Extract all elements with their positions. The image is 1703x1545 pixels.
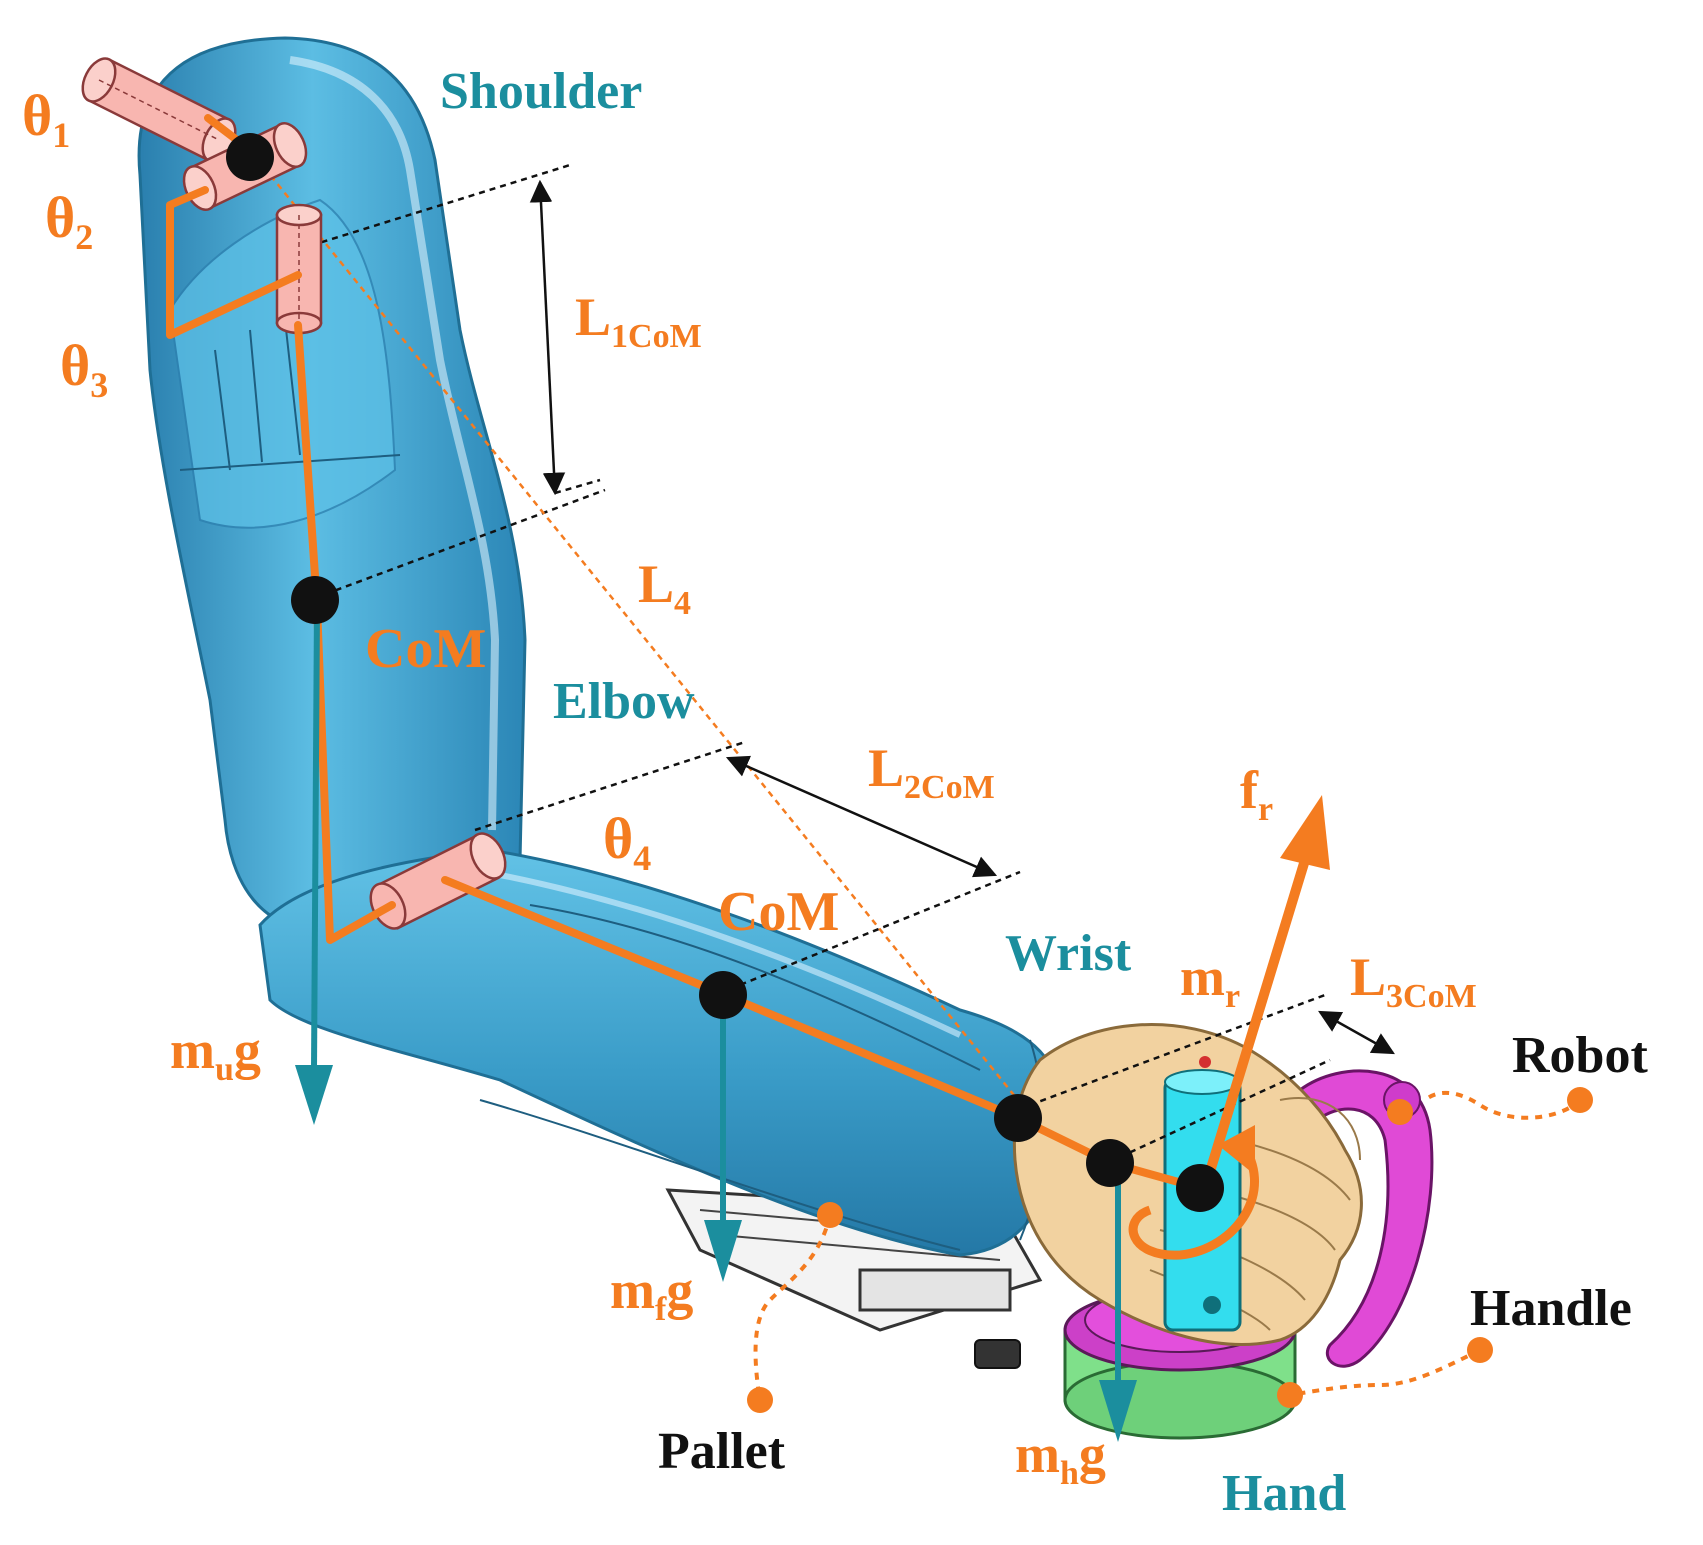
elbow-label: Elbow <box>553 673 695 730</box>
shoulder-point <box>226 133 274 181</box>
l2com-label: L2CoM <box>868 738 995 806</box>
hand-com-point <box>1086 1139 1134 1187</box>
mr-label: mr <box>1180 947 1240 1015</box>
hand-assembly <box>1012 1023 1434 1440</box>
robot-contact-point <box>1176 1164 1224 1212</box>
handle-label: Handle <box>1470 1280 1632 1337</box>
forearm-com-label: CoM <box>718 881 839 943</box>
dimension-lines <box>289 163 1331 1159</box>
hand-label: Hand <box>1222 1465 1346 1522</box>
upper-arm-com-point <box>291 576 339 624</box>
l1com-arrow <box>529 179 566 496</box>
l4-line <box>249 149 1031 1116</box>
robot-moment-arrow <box>1128 1125 1259 1260</box>
leader-lines <box>753 1090 1582 1401</box>
upper-arm-com-label: CoM <box>365 618 486 680</box>
wrist-label: Wrist <box>1005 925 1132 982</box>
upper-arm <box>137 36 527 932</box>
theta2-label: θ2 <box>45 185 93 257</box>
forearm-com-point <box>699 971 747 1019</box>
joint-points <box>226 133 1224 1212</box>
upper-arm-gravity-arrow <box>311 604 320 1071</box>
mhg-label: mhg <box>1015 1424 1106 1492</box>
gravity-arrows <box>295 604 1137 1442</box>
l1com-label: L1CoM <box>575 287 702 355</box>
fr-label: fr <box>1240 760 1273 828</box>
theta3-label: θ3 <box>60 333 108 405</box>
shoulder-joint-3 <box>275 203 323 335</box>
l3com-arrow <box>1318 1010 1395 1055</box>
shoulder-label: Shoulder <box>440 63 642 120</box>
l3com-label: L3CoM <box>1350 947 1477 1015</box>
wrist-point <box>994 1094 1042 1142</box>
leader-dots <box>747 1087 1593 1413</box>
pallet-label: Pallet <box>658 1423 786 1480</box>
l2com-arrow <box>725 755 998 878</box>
elbow-joint <box>369 832 507 930</box>
l4-label: L4 <box>638 554 691 622</box>
theta4-label: θ4 <box>603 806 651 878</box>
robot-force-arrow <box>1200 795 1330 1190</box>
theta1-label: θ1 <box>22 83 70 155</box>
mfg-label: mfg <box>610 1260 693 1328</box>
mug-label: mug <box>170 1020 261 1088</box>
robot-label: Robot <box>1512 1027 1648 1084</box>
